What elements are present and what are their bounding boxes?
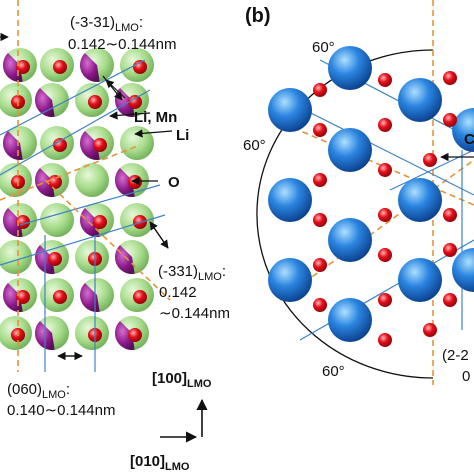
oxygen-atom xyxy=(16,60,30,74)
oxygen-atom xyxy=(128,175,142,189)
left-annotation-arrows xyxy=(0,32,173,361)
oxygen-atom xyxy=(443,113,457,127)
oxygen-atom xyxy=(313,123,327,137)
mn-atom xyxy=(114,320,135,350)
mn-atom xyxy=(115,167,135,197)
plane-060-label: (060)LMO: xyxy=(7,381,70,401)
site-label-li: Li xyxy=(176,127,189,144)
oxygen-atom xyxy=(16,290,30,304)
oxygen-atom xyxy=(423,153,437,167)
oxygen-atom xyxy=(423,323,437,337)
angle-left-label: 60° xyxy=(243,137,266,154)
left-atom-lattice xyxy=(0,48,154,350)
oxygen-atom xyxy=(133,60,147,74)
oxygen-atom xyxy=(128,95,142,109)
oxygen-atom xyxy=(378,208,392,222)
oxygen-atom xyxy=(93,215,107,229)
li-atom xyxy=(40,203,74,237)
oxygen-atom xyxy=(378,293,392,307)
plane-331-label: (-331)LMO: xyxy=(158,263,226,283)
oxygen-atom xyxy=(378,248,392,262)
partial-range-label: 0 xyxy=(462,368,470,385)
plane-331-range: ∼0.144nm xyxy=(159,305,230,322)
oxygen-atom xyxy=(443,293,457,307)
oxygen-atom xyxy=(378,333,392,347)
mn-atom xyxy=(3,207,23,237)
oxygen-atom xyxy=(53,60,67,74)
mn-blue-atom xyxy=(268,88,312,132)
angle-bottom-label: 60° xyxy=(322,363,345,380)
oxygen-atom xyxy=(313,173,327,187)
left-dashed-lines xyxy=(0,0,171,372)
mn-blue-atom xyxy=(328,298,372,342)
site-label-li-mn: Li, Mn xyxy=(134,109,177,126)
partial-o-label: C xyxy=(464,131,474,148)
mn-blue-atom xyxy=(452,108,474,152)
oxygen-atom xyxy=(443,208,457,222)
oxygen-atom xyxy=(53,138,67,152)
plane-060-range: 0.140∼0.144nm xyxy=(7,402,115,419)
mn-atom xyxy=(80,130,100,160)
oxygen-atom xyxy=(378,118,392,132)
mn-blue-atom xyxy=(328,218,372,262)
oxygen-atom xyxy=(378,163,392,177)
mn-blue-atom xyxy=(452,248,474,292)
plane-331m-label: (-3-31)LMO: xyxy=(70,14,143,34)
mn-atom xyxy=(35,167,55,197)
axis-indicator xyxy=(160,398,208,443)
li-atom xyxy=(120,126,154,160)
oxygen-atom xyxy=(48,175,62,189)
mn-blue-atom xyxy=(268,178,312,222)
oxygen-atom xyxy=(48,252,62,266)
li-atom xyxy=(75,163,109,197)
oxygen-atom xyxy=(128,328,142,342)
oxygen-atom xyxy=(88,95,102,109)
site-label-o: O xyxy=(168,174,180,191)
mn-blue-atom xyxy=(398,178,442,222)
mn-atom xyxy=(80,52,100,82)
mn-blue-atom xyxy=(268,258,312,302)
mn-blue-atom xyxy=(328,128,372,172)
right-atom-lattice xyxy=(268,46,474,347)
oxygen-atom xyxy=(378,73,392,87)
oxygen-atom xyxy=(53,290,67,304)
oxygen-atom xyxy=(313,83,327,97)
oxygen-atom xyxy=(443,243,457,257)
angle-top-label: 60° xyxy=(312,39,335,56)
mn-blue-atom xyxy=(328,46,372,90)
plane-331m-range: 0.142∼0.144nm xyxy=(68,36,176,53)
axis-label-100: [100]LMO xyxy=(152,370,212,390)
oxygen-atom xyxy=(93,138,107,152)
plane-331-value: 0.142 xyxy=(159,284,197,301)
left-plane-lines xyxy=(0,59,166,372)
mn-blue-atom xyxy=(398,78,442,122)
partial-plane-label: (2-2 xyxy=(442,347,469,364)
panel-b-label: (b) xyxy=(245,5,271,27)
oxygen-atom xyxy=(16,215,30,229)
oxygen-atom xyxy=(133,290,147,304)
axis-label-010: [010]LMO xyxy=(130,453,190,473)
oxygen-atom xyxy=(313,298,327,312)
li-atom xyxy=(0,240,32,274)
oxygen-atom xyxy=(443,71,457,85)
oxygen-atom xyxy=(313,213,327,227)
mn-blue-atom xyxy=(398,258,442,302)
oxygen-atom xyxy=(313,258,327,272)
